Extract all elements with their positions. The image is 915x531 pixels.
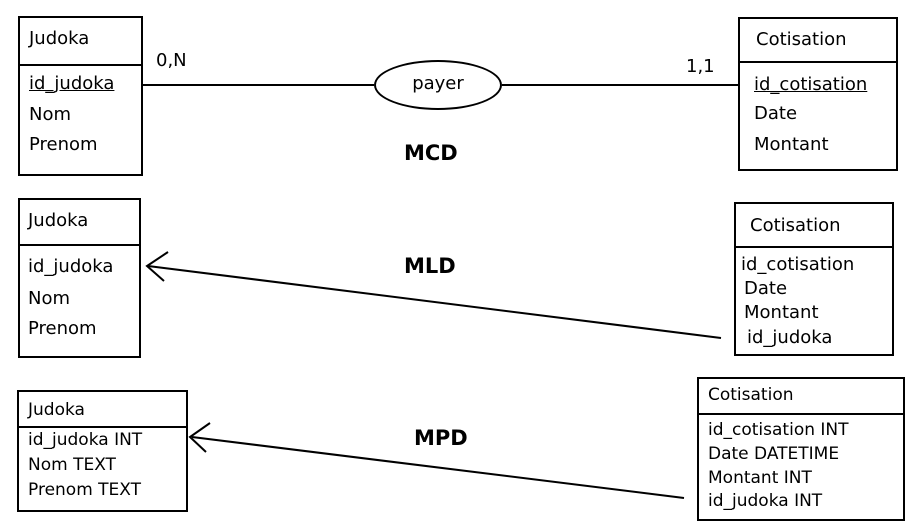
mcd-entity-cotisation: Cotisation id_cotisation Date Montant [738, 17, 898, 171]
section-label-mcd: MCD [404, 141, 458, 165]
section-label-mpd: MPD [414, 426, 468, 450]
cardinality-cotisation: 1,1 [686, 56, 715, 77]
table-header: Cotisation [736, 204, 892, 248]
attribute: Nom [29, 104, 72, 125]
attribute: Nom TEXT [28, 455, 116, 475]
attribute: Montant INT [708, 468, 812, 488]
attribute: Montant [754, 134, 829, 155]
table-title: Judoka [28, 210, 89, 231]
table-header: Judoka [20, 200, 139, 246]
attribute: Prenom TEXT [28, 480, 142, 500]
mld-table-cotisation: Cotisation id_cotisation Date Montant id… [734, 202, 894, 356]
entity-header: Judoka [20, 18, 141, 66]
entity-header: Cotisation [740, 19, 896, 63]
table-header: Cotisation [699, 379, 903, 415]
table-title: Cotisation [750, 215, 841, 236]
mcd-entity-judoka: Judoka id_judoka Nom Prenom [18, 16, 143, 176]
entity-title: Cotisation [756, 29, 847, 50]
mpd-table-cotisation: Cotisation id_cotisation INT Date DATETI… [697, 377, 905, 521]
mld-table-judoka: Judoka id_judoka Nom Prenom [18, 198, 141, 358]
entity-title: Judoka [29, 28, 90, 49]
mld-foreign-key-arrow [145, 251, 722, 339]
attribute: Date [754, 103, 798, 124]
cardinality-judoka: 0,N [156, 50, 187, 71]
attribute: Prenom [29, 134, 98, 155]
table-title: Cotisation [708, 385, 794, 405]
attribute: id_judoka INT [708, 491, 823, 511]
attribute: id_cotisation INT [708, 420, 849, 440]
attribute: id_cotisation [741, 254, 855, 275]
attribute: id_judoka [747, 327, 833, 348]
attribute: Date DATETIME [708, 444, 840, 464]
attribute: Nom [28, 288, 71, 309]
attribute: Prenom [28, 318, 97, 339]
table-header: Judoka [19, 392, 186, 428]
attribute: Date [744, 278, 788, 299]
attribute: id_judoka INT [28, 430, 143, 450]
primary-key-attribute: id_judoka [29, 73, 115, 94]
table-title: Judoka [28, 400, 85, 420]
relation-label: payer [412, 73, 464, 94]
primary-key-attribute: id_cotisation [754, 74, 868, 95]
attribute: Montant [744, 302, 819, 323]
attribute: id_judoka [28, 256, 114, 277]
relation-payer: payer [374, 60, 502, 110]
section-label-mld: MLD [404, 254, 456, 278]
mpd-table-judoka: Judoka id_judoka INT Nom TEXT Prenom TEX… [17, 390, 188, 512]
mpd-foreign-key-arrow [188, 422, 685, 499]
